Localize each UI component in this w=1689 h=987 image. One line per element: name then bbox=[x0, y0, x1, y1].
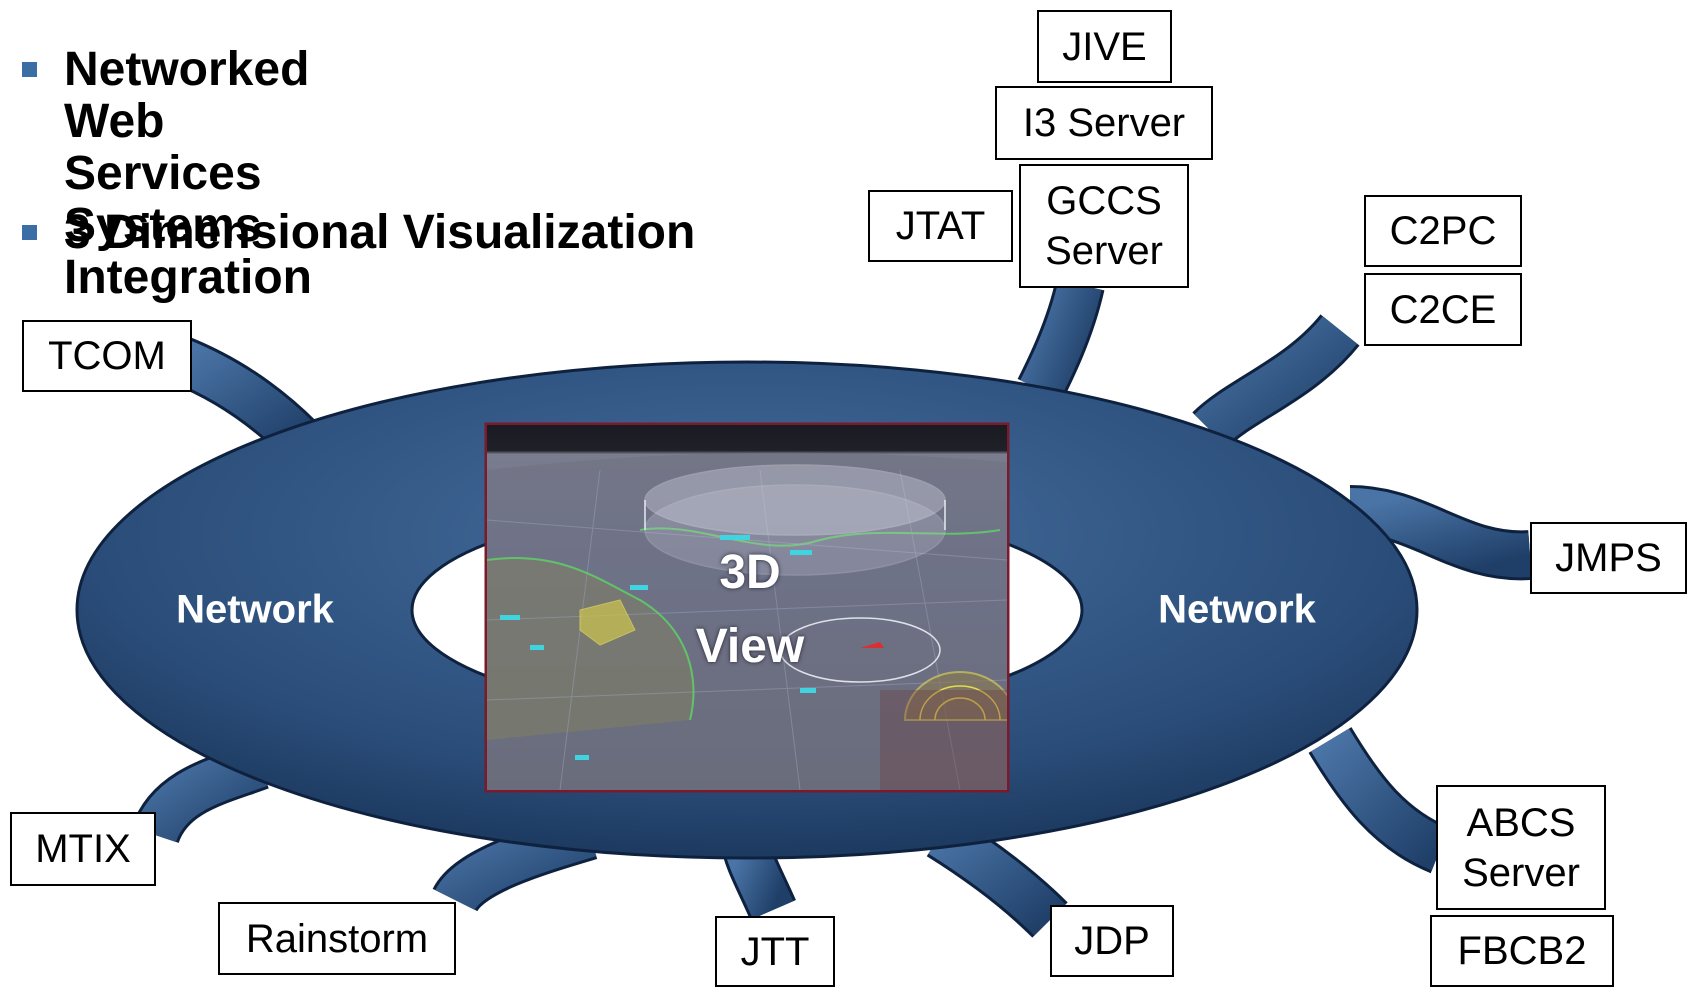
node-jtt: JTT bbox=[715, 916, 835, 987]
bullet-square-icon bbox=[22, 225, 37, 240]
3d-view-image bbox=[484, 422, 1010, 793]
node-abcs-server: ABCS Server bbox=[1436, 785, 1606, 910]
3d-view-label-line2: View bbox=[695, 620, 805, 673]
node-c2ce: C2CE bbox=[1364, 273, 1522, 346]
node-rainstorm: Rainstorm bbox=[218, 902, 456, 975]
bullet-text: Networked Web Services Systems Integrati… bbox=[64, 43, 312, 304]
node-mtix: MTIX bbox=[10, 812, 156, 886]
bullet-text: 3 Dimensional Visualization bbox=[64, 206, 696, 259]
3d-view-label-line1: 3D bbox=[719, 546, 781, 599]
network-label-left: Network bbox=[176, 587, 334, 632]
node-jive: JIVE bbox=[1037, 10, 1172, 83]
node-i3-server: I3 Server bbox=[995, 86, 1213, 160]
node-gccs-server: GCCS Server bbox=[1019, 164, 1189, 288]
network-label-right: Network bbox=[1158, 587, 1316, 632]
node-c2pc: C2PC bbox=[1364, 195, 1522, 267]
node-jtat: JTAT bbox=[868, 190, 1013, 262]
node-tcom: TCOM bbox=[22, 320, 192, 392]
node-jdp: JDP bbox=[1050, 905, 1174, 977]
node-jmps: JMPS bbox=[1530, 522, 1687, 594]
3d-view-label: 3D View bbox=[696, 536, 805, 684]
bullet-square-icon bbox=[22, 62, 37, 77]
node-fbcb2: FBCB2 bbox=[1430, 915, 1614, 987]
